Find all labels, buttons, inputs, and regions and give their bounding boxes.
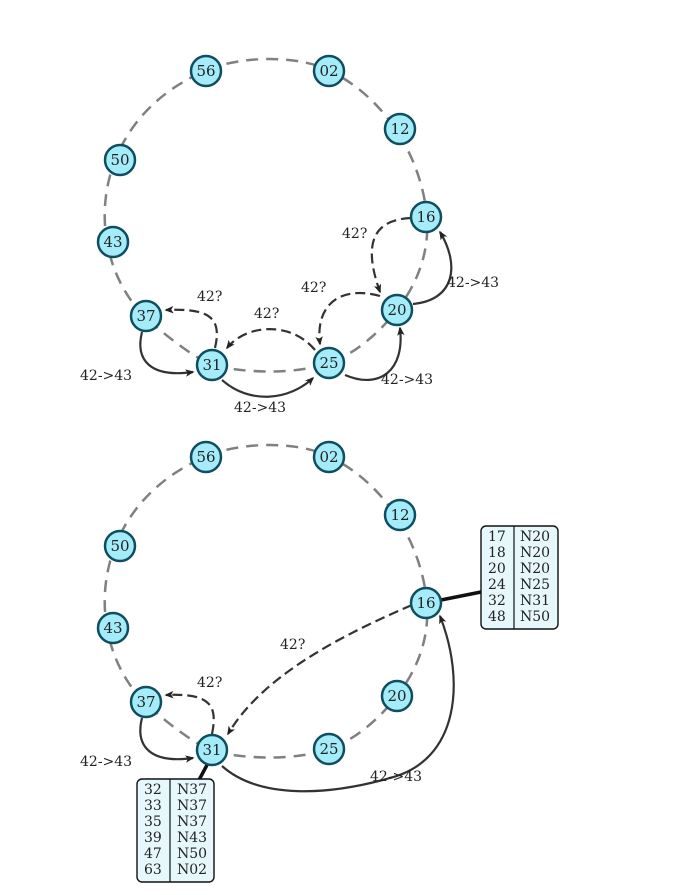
svg-text:02: 02 [319, 62, 338, 80]
svg-text:12: 12 [390, 506, 409, 524]
table-16-key: 18 [488, 545, 506, 561]
svg-text:50: 50 [110, 537, 129, 555]
top-node-20: 20 [380, 293, 414, 327]
table-16-node: N31 [520, 593, 550, 609]
top-label-20-16: 42->43 [447, 275, 499, 291]
table-31-key: 32 [144, 782, 162, 798]
top-node-25: 25 [312, 346, 346, 380]
bottom-node-50: 50 [103, 529, 137, 563]
table-16-node: N20 [520, 545, 550, 561]
svg-text:43: 43 [103, 233, 122, 251]
table-16-key: 48 [488, 609, 506, 625]
top-label-37-31: 42->43 [80, 368, 132, 384]
top-edge-31-25-update [221, 376, 315, 398]
svg-text:16: 16 [416, 208, 435, 226]
top-edge-16-20-query [370, 216, 412, 294]
bottom-node-43: 43 [96, 611, 130, 645]
top-node-16: 16 [409, 200, 443, 234]
top-node-37: 37 [129, 299, 163, 333]
top-label-31-37: 42? [197, 289, 222, 305]
bottom-label-37-31: 42->43 [80, 754, 132, 770]
svg-text:16: 16 [416, 594, 435, 612]
bottom-node-25: 25 [312, 732, 346, 766]
svg-text:56: 56 [196, 448, 215, 466]
table-31-node: N43 [177, 830, 207, 846]
top-label-25-20: 42->43 [381, 372, 433, 388]
bottom-edge-16-31-query [227, 603, 413, 736]
svg-text:31: 31 [202, 741, 221, 759]
svg-text:31: 31 [202, 356, 221, 374]
svg-text:20: 20 [387, 687, 406, 705]
table-31-key: 63 [144, 862, 162, 878]
top-node-02: 02 [312, 54, 346, 88]
table-16-node: N25 [520, 577, 550, 593]
table-31-node: N02 [177, 862, 207, 878]
top-node-50: 50 [103, 143, 137, 177]
table-16-connector [440, 590, 482, 602]
finger-table-31: 32 N37 33 N37 35 N37 39 N43 47 N50 63 N0… [136, 778, 215, 883]
top-edge-25-31-query [226, 328, 316, 351]
table-31-connector [197, 764, 209, 781]
table-16-node: N20 [520, 529, 550, 545]
svg-text:20: 20 [387, 301, 406, 319]
bottom-node-37: 37 [129, 685, 163, 719]
top-label-20-25: 42? [301, 280, 326, 296]
bottom-node-20: 20 [380, 679, 414, 713]
bottom-node-12: 12 [383, 498, 417, 532]
bottom-label-31-16: 42->43 [370, 769, 422, 785]
top-node-31: 31 [195, 348, 229, 382]
top-label-16-20: 42? [342, 226, 367, 242]
bottom-label-16-31: 42? [280, 637, 305, 653]
top-edge-20-16-update [412, 230, 453, 306]
svg-text:02: 02 [319, 448, 338, 466]
bottom-node-16: 16 [409, 586, 443, 620]
table-16-key: 17 [488, 529, 506, 545]
table-31-node: N37 [177, 814, 207, 830]
bottom-label-31-37: 42? [197, 675, 222, 691]
svg-text:25: 25 [319, 740, 338, 758]
table-31-key: 33 [144, 798, 162, 814]
table-16-key: 20 [488, 561, 506, 577]
svg-text:37: 37 [136, 693, 155, 711]
top-edge-31-37-query [164, 305, 218, 349]
table-16-key: 24 [488, 577, 506, 593]
top-label-31-25: 42->43 [234, 400, 286, 416]
top-edge-25-20-update [344, 326, 405, 381]
table-31-key: 39 [144, 830, 162, 846]
table-16-key: 32 [488, 593, 506, 609]
table-31-node: N37 [177, 798, 207, 814]
svg-text:37: 37 [136, 307, 155, 325]
top-edge-20-25-query [315, 291, 381, 346]
top-edge-37-31-update [139, 331, 195, 377]
bottom-edge-31-37-query [164, 690, 215, 735]
top-node-56: 56 [189, 54, 223, 88]
top-node-43: 43 [96, 225, 130, 259]
svg-text:50: 50 [110, 151, 129, 169]
table-16-node: N50 [520, 609, 550, 625]
bottom-edge-37-31-update [139, 717, 195, 763]
top-node-12: 12 [383, 112, 417, 146]
bottom-edge-31-16-update [221, 614, 455, 793]
table-31-node: N50 [177, 846, 207, 862]
svg-text:43: 43 [103, 619, 122, 637]
table-31-node: N37 [177, 782, 207, 798]
top-diagram: 42? 42->43 42? 42->43 42? 42->43 42? 42-… [80, 54, 499, 416]
finger-table-16: 17 N20 18 N20 20 N20 24 N25 32 N31 48 N5… [480, 525, 559, 630]
bottom-node-31: 31 [195, 733, 229, 767]
svg-text:56: 56 [196, 62, 215, 80]
table-31-key: 35 [144, 814, 162, 830]
svg-text:12: 12 [390, 120, 409, 138]
table-16-node: N20 [520, 561, 550, 577]
top-label-25-31: 42? [254, 306, 279, 322]
bottom-diagram: 42? 42->43 42? 42->43 56 02 12 16 20 25 … [80, 440, 559, 883]
table-31-key: 47 [144, 846, 162, 862]
svg-text:25: 25 [319, 354, 338, 372]
bottom-node-02: 02 [312, 440, 346, 474]
bottom-node-56: 56 [189, 440, 223, 474]
